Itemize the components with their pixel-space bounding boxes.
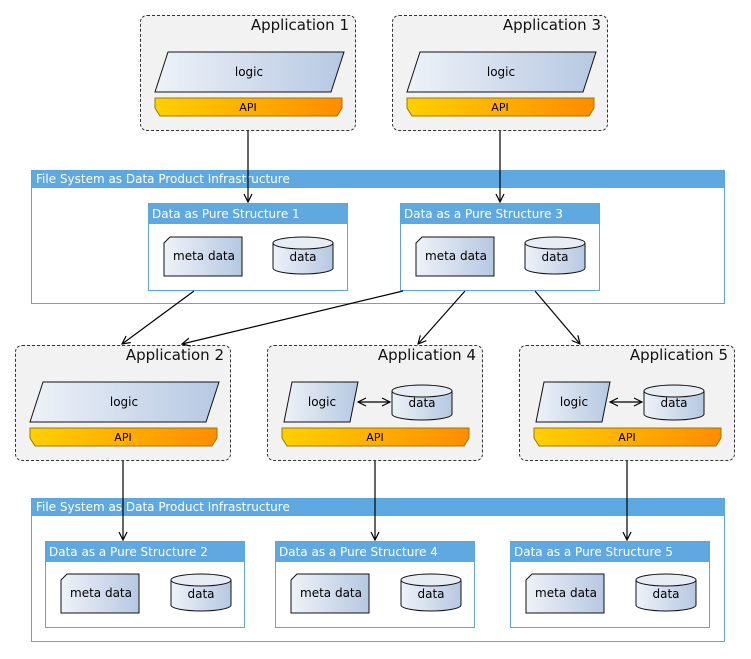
app2-logic: logic (29, 381, 220, 423)
svg-text:data: data (187, 587, 214, 601)
data-structure-3-title: Data as a Pure Structure 3 (401, 204, 599, 224)
svg-text:meta data: meta data (173, 249, 235, 263)
app3-logic: logic (406, 51, 597, 93)
svg-text:meta data: meta data (70, 586, 132, 600)
ds5-data-cylinder: data (635, 573, 697, 612)
app5-data-cylinder: data (643, 384, 705, 421)
svg-text:API: API (114, 431, 131, 444)
ds5-meta-data: meta data (525, 573, 605, 614)
app1-logic: logic (154, 51, 345, 93)
ds4-meta-data: meta data (290, 573, 370, 614)
app5-logic: logic (535, 381, 611, 423)
svg-text:logic: logic (487, 65, 515, 79)
ds4-data-cylinder: data (400, 573, 462, 612)
application-4-title: Application 4 (377, 346, 476, 364)
ds1-data-cylinder: data (272, 236, 334, 275)
svg-text:API: API (366, 431, 383, 444)
svg-text:data: data (417, 587, 444, 601)
ds3-meta-data: meta data (415, 236, 495, 277)
data-structure-5-title: Data as a Pure Structure 5 (511, 542, 709, 562)
ds1-meta-data: meta data (163, 236, 243, 277)
app1-api: API (154, 97, 343, 117)
svg-text:meta data: meta data (300, 586, 362, 600)
application-5-title: Application 5 (629, 346, 728, 364)
svg-text:data: data (408, 396, 435, 410)
svg-text:logic: logic (110, 395, 138, 409)
infrastructure-bottom-title: File System as Data Product Infrastructu… (32, 499, 724, 516)
ds3-data-cylinder: data (524, 236, 586, 275)
svg-text:API: API (239, 101, 256, 114)
svg-text:meta data: meta data (535, 586, 597, 600)
arrow-ds1-to-app2 (122, 290, 195, 344)
ds2-meta-data: meta data (60, 573, 140, 614)
application-2-title: Application 2 (125, 346, 224, 364)
data-structure-4-title: Data as a Pure Structure 4 (276, 542, 474, 562)
svg-text:data: data (652, 587, 679, 601)
svg-text:logic: logic (560, 395, 588, 409)
svg-text:meta data: meta data (425, 249, 487, 263)
app3-api: API (406, 97, 595, 117)
svg-text:API: API (618, 431, 635, 444)
app5-api: API (533, 427, 722, 447)
svg-text:logic: logic (235, 65, 263, 79)
svg-text:data: data (289, 250, 316, 264)
application-3-title: Application 3 (502, 16, 601, 34)
data-structure-2-title: Data as a Pure Structure 2 (46, 542, 244, 562)
app4-api: API (281, 427, 470, 447)
app2-api: API (29, 427, 218, 447)
infrastructure-top: File System as Data Product Infrastructu… (31, 170, 725, 304)
svg-text:data: data (660, 396, 687, 410)
svg-text:data: data (541, 250, 568, 264)
arrow-ds3-to-app5 (534, 290, 580, 344)
data-structure-1-title: Data as Pure Structure 1 (149, 204, 347, 224)
app4-logic: logic (283, 381, 359, 423)
svg-text:API: API (491, 101, 508, 114)
svg-text:logic: logic (308, 395, 336, 409)
infrastructure-top-title: File System as Data Product Infrastructu… (32, 171, 724, 188)
ds2-data-cylinder: data (170, 573, 232, 612)
application-1-title: Application 1 (250, 16, 349, 34)
arrow-ds3-to-app2 (182, 290, 404, 344)
app4-data-cylinder: data (391, 384, 453, 421)
arrow-ds3-to-app4 (418, 290, 466, 344)
